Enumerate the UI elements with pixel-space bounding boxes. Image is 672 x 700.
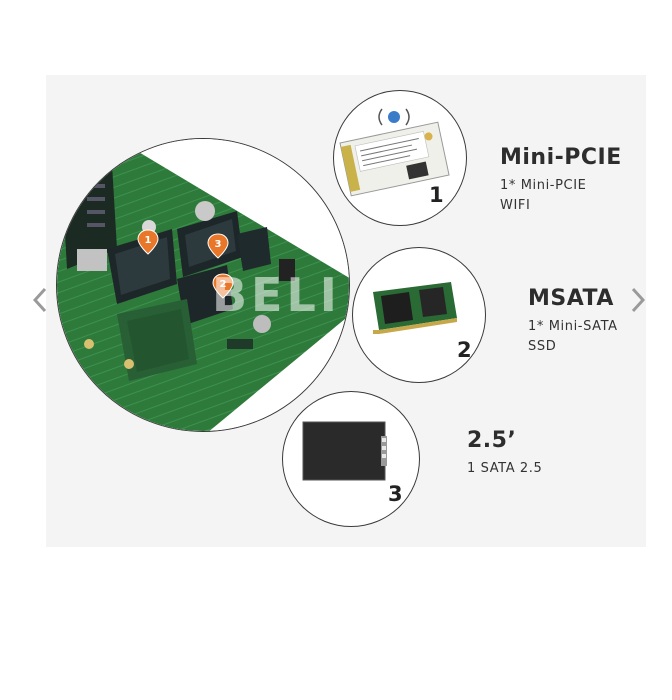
item-1-description: 1* Mini-PCIE WIFI — [500, 176, 586, 216]
chevron-right-icon — [631, 287, 645, 313]
previous-slide-button[interactable] — [28, 285, 52, 315]
motherboard-image — [56, 138, 350, 432]
item-3-title: 2.5’ — [467, 428, 517, 453]
marker-1-label: 1 — [145, 235, 152, 246]
item-2-title: MSATA — [528, 286, 614, 311]
item-1-desc-line-1: 1* Mini-PCIE — [500, 178, 587, 193]
mini-pcie-card-image — [333, 90, 467, 226]
marker-3: 3 — [207, 233, 229, 259]
item-1-desc-line-2: WIFI — [500, 198, 531, 213]
item-2-desc-line-2: SSD — [528, 339, 557, 354]
item-1-number: 1 — [429, 183, 444, 207]
next-slide-button[interactable] — [626, 285, 650, 315]
marker-1: 1 — [137, 229, 159, 255]
chevron-left-icon — [33, 287, 47, 313]
sata-ssd-image — [282, 391, 420, 527]
msata-ssd-image — [352, 247, 486, 383]
item-2-description: 1* Mini-SATA SSD — [528, 317, 618, 357]
item-2-desc-line-1: 1* Mini-SATA — [528, 319, 618, 334]
marker-2: 2 — [212, 273, 234, 299]
item-3-number: 3 — [388, 482, 403, 506]
item-3-description: 1 SATA 2.5 — [467, 459, 542, 479]
item-1-title: Mini-PCIE — [500, 145, 622, 170]
marker-2-label: 2 — [220, 279, 227, 290]
item-3-desc-line-1: 1 SATA 2.5 — [467, 461, 543, 476]
item-2-number: 2 — [457, 338, 472, 362]
marker-3-label: 3 — [215, 239, 222, 250]
